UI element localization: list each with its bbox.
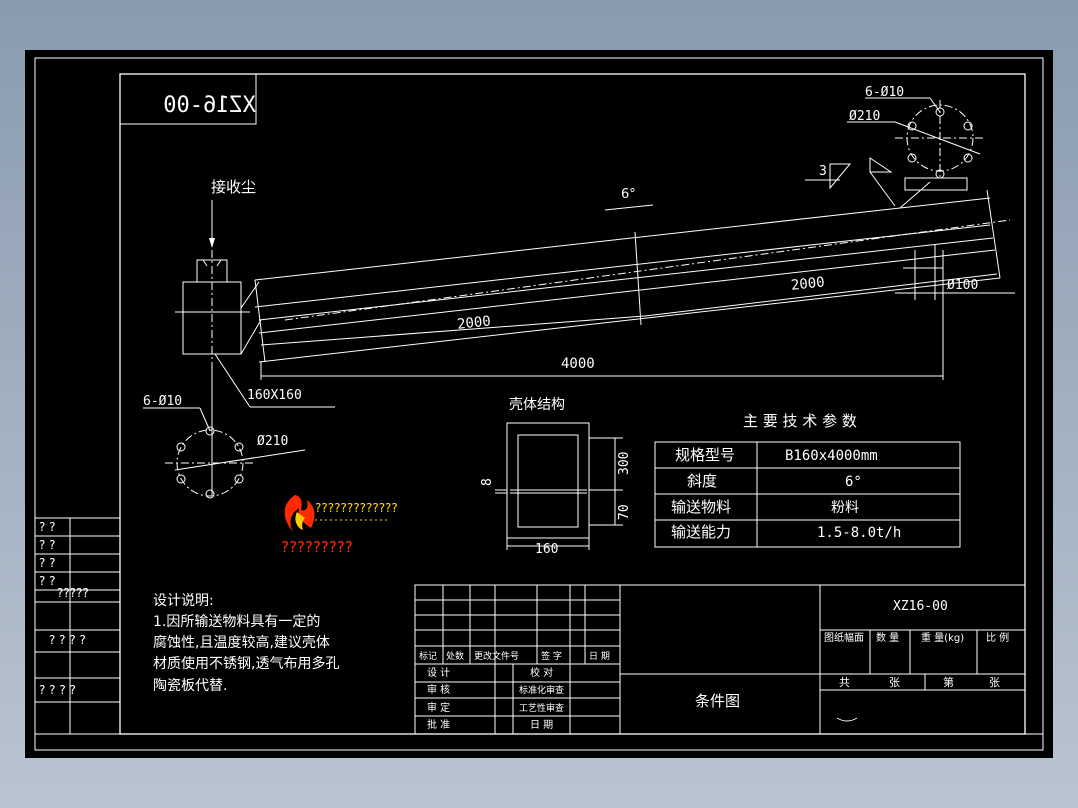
params-label-3: 输送能力 bbox=[671, 523, 731, 541]
overall-dimension bbox=[260, 250, 944, 380]
section-dim-70: 70 bbox=[617, 504, 632, 520]
logo-text-2: ????????? bbox=[281, 538, 353, 556]
inlet-flange bbox=[143, 407, 306, 499]
notes-line-1: 腐蚀性,且温度较高,建议壳体 bbox=[153, 634, 330, 651]
params-value-2: 粉料 bbox=[831, 500, 859, 516]
sign-role-3: 批 准 bbox=[427, 718, 450, 731]
params-value-3: 1.5-8.0t/h bbox=[817, 525, 901, 541]
conveyor-body bbox=[254, 181, 1011, 363]
inlet-hopper bbox=[175, 200, 335, 495]
outlet-flange bbox=[805, 97, 985, 207]
params-value-0: B160x4000mm bbox=[785, 448, 878, 464]
rev-header-2: 更改文件号 bbox=[474, 650, 519, 662]
section-title: 壳体结构 bbox=[509, 396, 565, 413]
meta-header-3: 比 例 bbox=[986, 631, 1009, 644]
meta-header-0: 图纸幅面 bbox=[824, 631, 864, 644]
meta-header-2: 重 量(kg) bbox=[921, 631, 964, 644]
sheet-unit: 张 bbox=[889, 676, 900, 689]
drawing-number-stamp-box bbox=[119, 73, 257, 125]
left-strip-2: ? ? bbox=[39, 556, 56, 570]
drawing-name: 条件图 bbox=[695, 692, 740, 710]
dim-4000: 4000 bbox=[561, 356, 595, 372]
inlet-label: 接收尘 bbox=[211, 178, 256, 196]
drawing-canvas: XZ16-00 bbox=[25, 50, 1053, 758]
outlet-dia-label: Ø210 bbox=[849, 109, 880, 124]
left-strip-1: ? ? bbox=[39, 538, 56, 552]
sheet-no: 第 bbox=[943, 675, 954, 689]
dim-2000-right: 2000 bbox=[790, 274, 825, 293]
left-strip-6: ? ? ? ? bbox=[39, 683, 76, 697]
end-outlet bbox=[895, 245, 1015, 300]
drawing-number: XZ16-00 bbox=[893, 599, 948, 614]
params-title: 主 要 技 术 参 数 bbox=[743, 412, 857, 430]
notes-line-0: 1.因所输送物料具有一定的 bbox=[153, 614, 320, 630]
rev-header-4: 日 期 bbox=[589, 651, 610, 662]
left-strip-3: ? ? bbox=[39, 574, 56, 588]
notes-title: 设计说明: bbox=[153, 593, 214, 609]
rev-header-0: 标记 bbox=[419, 650, 437, 662]
inlet-size-label: 160X160 bbox=[247, 388, 302, 403]
rev-header-3: 签 字 bbox=[541, 650, 562, 662]
slope-angle-label: 6° bbox=[621, 187, 636, 202]
sheet-unit2: 张 bbox=[989, 676, 1000, 689]
logo-flame-icon bbox=[284, 495, 390, 532]
meta-header-1: 数 量 bbox=[876, 631, 899, 644]
title-block-grid bbox=[414, 584, 1026, 735]
rev-header-1: 处数 bbox=[446, 650, 464, 662]
params-label-0: 规格型号 bbox=[675, 446, 735, 464]
drawing-number-stamp: XZ16-00 bbox=[163, 93, 256, 118]
left-strip-0: ? ? bbox=[39, 520, 56, 534]
left-strip-4: ????? bbox=[57, 586, 89, 600]
shell-section bbox=[495, 422, 623, 550]
outer-frame bbox=[34, 57, 1044, 751]
dim-2000-left: 2000 bbox=[456, 313, 491, 332]
params-table-grid bbox=[654, 441, 961, 548]
inlet-holes-label: 6-Ø10 bbox=[143, 394, 182, 409]
sign-role-1: 审 核 bbox=[427, 683, 450, 696]
params-label-2: 输送物料 bbox=[671, 498, 731, 516]
roughness-label: 3 bbox=[819, 164, 827, 179]
dim-d100: Ø100 bbox=[947, 278, 978, 293]
sign-role2-1: 标准化审查 bbox=[519, 684, 564, 696]
params-value-1: 6° bbox=[845, 474, 862, 490]
section-dim-160: 160 bbox=[535, 542, 558, 557]
left-strip-5: ? ? ? ? bbox=[49, 633, 86, 647]
sign-role-0: 设 计 bbox=[427, 666, 450, 679]
cad-drawing: XZ16-00 bbox=[34, 57, 1044, 751]
sheet-total: 共 bbox=[839, 676, 850, 689]
section-dim-300: 300 bbox=[617, 452, 632, 475]
outlet-holes-label: 6-Ø10 bbox=[865, 85, 904, 100]
sign-role2-2: 工艺性审查 bbox=[519, 702, 564, 714]
sign-role2-3: 日 期 bbox=[530, 719, 553, 731]
inlet-dia-label: Ø210 bbox=[257, 434, 288, 449]
sign-role2-0: 校 对 bbox=[530, 666, 553, 679]
params-label-1: 斜度 bbox=[687, 472, 717, 490]
logo-text-1: ????????????? bbox=[315, 501, 398, 515]
notes-line-3: 陶瓷板代替. bbox=[153, 678, 227, 694]
sign-role-2: 审 定 bbox=[427, 701, 450, 714]
notes-line-2: 材质使用不锈钢,透气布用多孔 bbox=[153, 655, 339, 672]
section-dim-8: 8 bbox=[480, 478, 495, 486]
